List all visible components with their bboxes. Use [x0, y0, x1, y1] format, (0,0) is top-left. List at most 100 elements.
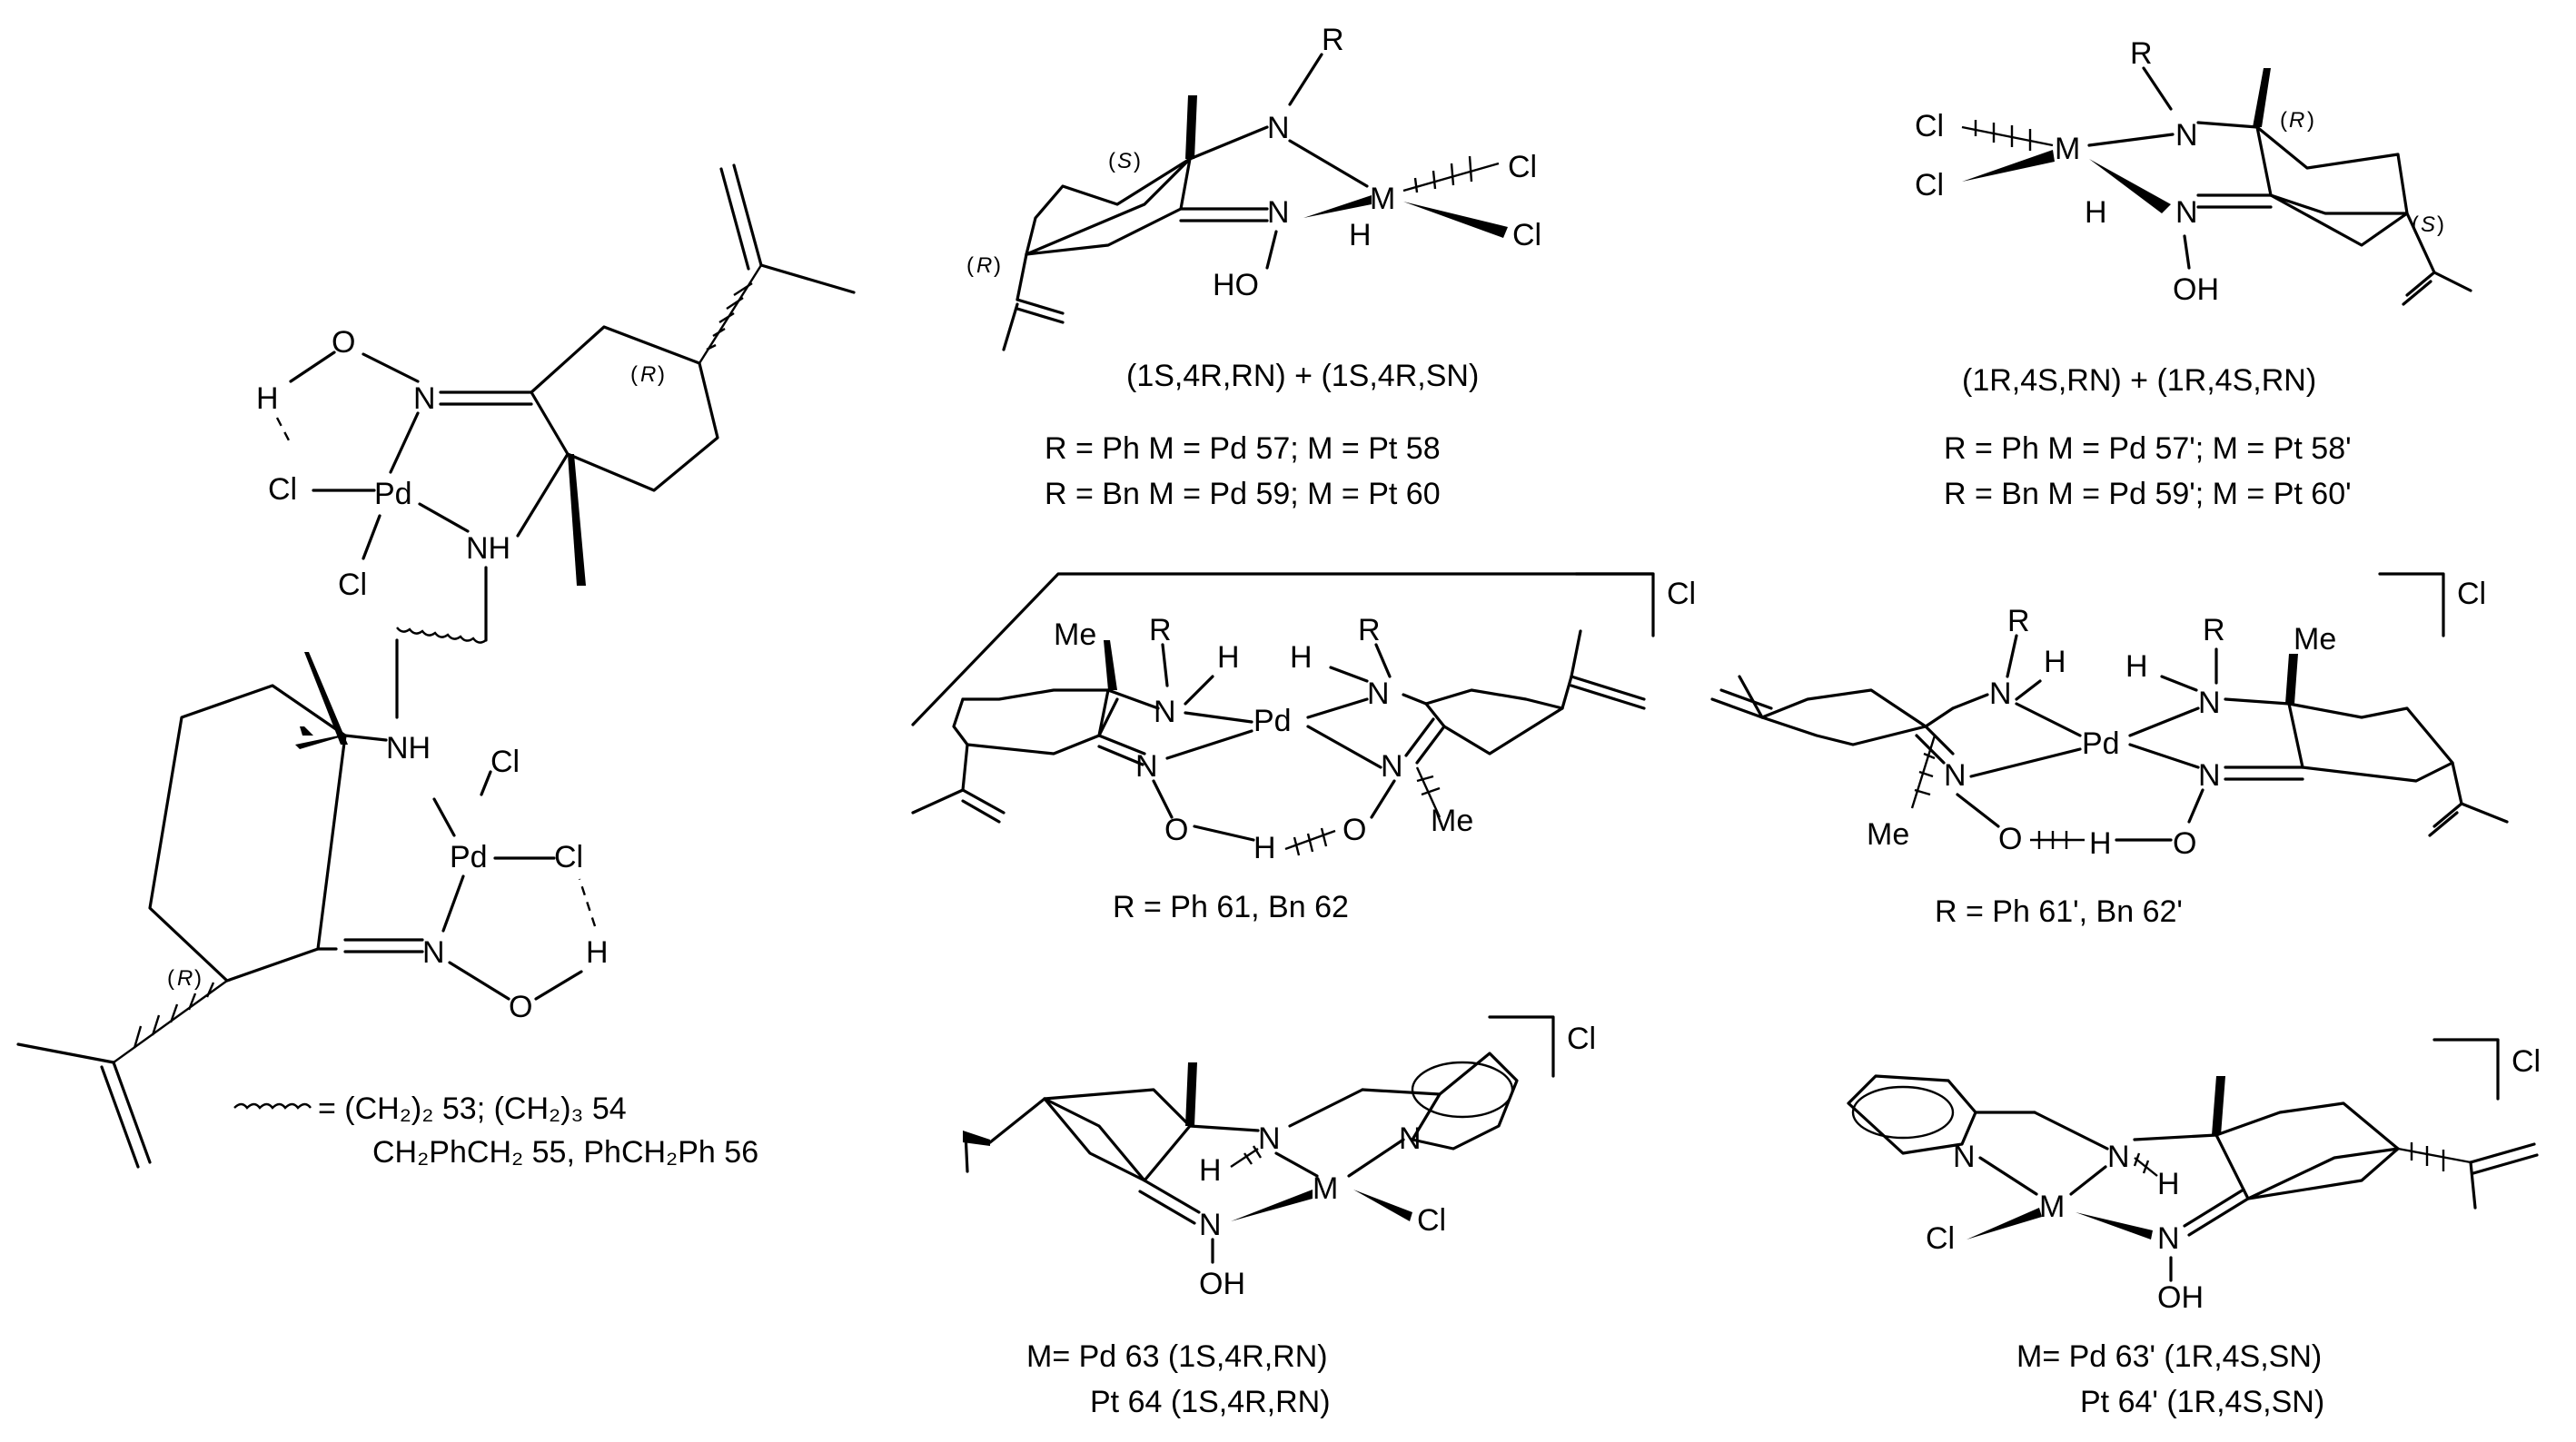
line1-57: R = Ph M = Pd 57; M = Pt 58 — [1045, 431, 1441, 466]
atom-h-61p-b: H — [2089, 826, 2112, 861]
caption-61: R = Ph 61, Bn 62 — [1113, 890, 1349, 924]
atom-oh-57p: OH — [2173, 272, 2219, 307]
stereo-S-57p: S — [2421, 212, 2435, 237]
atom-oh-63: OH — [1199, 1267, 1245, 1301]
stereo-R-upper: R — [640, 362, 656, 387]
line1-57p: R = Ph M = Pd 57'; M = Pt 58' — [1944, 431, 2352, 466]
svg-text:(: ( — [966, 253, 974, 278]
atom-me-61: Me — [1054, 617, 1096, 652]
line2-63p: Pt 64' (1R,4S,SN) — [2080, 1385, 2324, 1419]
stereo-R-57: R — [976, 253, 992, 278]
atom-n-57p: N — [2175, 118, 2198, 153]
atom-nh-upper: NH — [466, 531, 510, 566]
atom-h-63p: H — [2157, 1167, 2180, 1201]
atom-cl-lower-2: Cl — [490, 745, 520, 779]
counter-cl-61p: Cl — [2457, 577, 2486, 611]
stereo-S-57: S — [1117, 149, 1132, 173]
atom-ho-57: HO — [1213, 268, 1259, 302]
complex-61-62: Cl Me N R H N Pd O H O N N H — [911, 572, 1696, 924]
atom-n-upper: N — [413, 381, 436, 416]
atom-n2-61: N — [1135, 749, 1158, 784]
atom-o-61p-a: O — [1998, 822, 2022, 856]
atom-h-61b: H — [1253, 831, 1276, 865]
atom-m-57p: M — [2055, 132, 2080, 166]
atom-cl-57-1: Cl — [1508, 150, 1537, 184]
complex-61p-62p: Cl N R H N Me Pd O H — [1710, 572, 2509, 929]
atom-pd-61: Pd — [1253, 704, 1292, 738]
svg-text:(: ( — [167, 966, 174, 991]
atom-r-61p-b: R — [2203, 613, 2225, 647]
svg-text:): ) — [194, 966, 202, 991]
linker-legend-line2: CH₂PhCH₂ 55, PhCH₂Ph 56 — [372, 1135, 758, 1170]
svg-text:): ) — [658, 362, 665, 387]
atom-n3-61: N — [1381, 749, 1403, 784]
atom-n2-57p: N — [2175, 195, 2198, 230]
atom-h-61a: H — [1217, 640, 1240, 675]
svg-text:(: ( — [630, 362, 638, 387]
atom-h-61p-a: H — [2044, 645, 2066, 679]
atom-o-61b: O — [1342, 813, 1366, 847]
atom-h-61c: H — [1290, 640, 1313, 675]
svg-text:): ) — [1134, 149, 1141, 173]
svg-text:(: ( — [1108, 149, 1115, 173]
atom-me-61p: Me — [1867, 817, 1909, 852]
atom-n2-63p: N — [2157, 1221, 2180, 1256]
caption-61p: R = Ph 61', Bn 62' — [1935, 894, 2183, 929]
atom-m-63p: M — [2039, 1190, 2065, 1224]
binuclear-pd-complex: R ( ) N O H Cl Pd Cl NH NH R — [16, 163, 856, 1170]
line1-63: M= Pd 63 (1S,4R,RN) — [1026, 1339, 1328, 1374]
atom-o-61a: O — [1164, 813, 1188, 847]
atom-n-63: N — [1258, 1121, 1281, 1156]
svg-text:(: ( — [2412, 212, 2419, 237]
line2-63: Pt 64 (1S,4R,RN) — [1090, 1385, 1331, 1419]
complex-63-64: Cl N N H M N Cl OH M= Pd 63 (1S,4R,RN) P… — [963, 1015, 1596, 1419]
atom-pd-lower: Pd — [450, 840, 488, 874]
linker-legend-line1: = (CH₂)₂ 53; (CH₂)₃ 54 — [318, 1091, 627, 1126]
atom-npyr-63p: N — [1953, 1140, 1976, 1174]
line2-57: R = Bn M = Pd 59; M = Pt 60 — [1045, 477, 1441, 511]
atom-n2-61p: N — [1944, 758, 1967, 793]
atom-r-61p: R — [2007, 604, 2030, 638]
atom-h-lower: H — [586, 935, 609, 970]
complex-57p-60p: Cl Cl M N R H N R ( ) S ( ) — [1915, 36, 2472, 511]
atom-o-61p-b: O — [2173, 826, 2196, 861]
atom-r-61: R — [1149, 613, 1172, 647]
atom-n2-57: N — [1267, 195, 1290, 230]
atom-n-lower: N — [422, 935, 445, 970]
atom-o-lower: O — [509, 990, 532, 1024]
atom-me-61b: Me — [1431, 804, 1473, 838]
atom-n-63p: N — [2107, 1140, 2130, 1174]
counter-cl-61: Cl — [1667, 577, 1696, 611]
atom-cl-63: Cl — [1417, 1203, 1446, 1238]
svg-text:(: ( — [2280, 108, 2287, 133]
atom-cl-57p-2: Cl — [1915, 168, 1944, 202]
atom-cl-57-2: Cl — [1512, 218, 1541, 252]
stereo-R-lower: R — [177, 966, 193, 991]
atom-n-61p: N — [1989, 677, 2012, 711]
atom-cl-63p: Cl — [1926, 1221, 1955, 1256]
stereo-57: (1S,4R,RN) + (1S,4R,SN) — [1126, 359, 1479, 393]
atom-cl-upper-2: Cl — [338, 568, 367, 602]
atom-h-57p: H — [2085, 195, 2107, 230]
counter-cl-63: Cl — [1567, 1022, 1596, 1056]
atom-o-upper: O — [332, 325, 355, 360]
atom-m-57: M — [1370, 182, 1395, 216]
atom-n4-61p: N — [2198, 686, 2221, 720]
complex-63p-64p: Cl N N H M Cl N — [1847, 1038, 2541, 1419]
atom-oh-63p: OH — [2157, 1280, 2204, 1315]
atom-h-upper: H — [256, 381, 279, 416]
complex-57-60: N R N M H Cl Cl HO S ( ) R ( ) (1S,4R,RN… — [966, 23, 1541, 511]
line2-57p: R = Bn M = Pd 59'; M = Pt 60' — [1944, 477, 2352, 511]
stereo-R-57p: R — [2289, 108, 2304, 133]
atom-cl-57p-1: Cl — [1915, 109, 1944, 143]
atom-n2-63: N — [1199, 1208, 1222, 1242]
atom-r-57p: R — [2130, 36, 2153, 71]
stereo-57p: (1R,4S,RN) + (1R,4S,RN) — [1962, 363, 2316, 398]
atom-h-63: H — [1199, 1153, 1222, 1188]
atom-h-57: H — [1349, 218, 1372, 252]
atom-r-57: R — [1322, 23, 1344, 57]
atom-pd-61p: Pd — [2082, 726, 2120, 761]
svg-text:): ) — [994, 253, 1001, 278]
atom-cl-upper-1: Cl — [268, 472, 297, 507]
